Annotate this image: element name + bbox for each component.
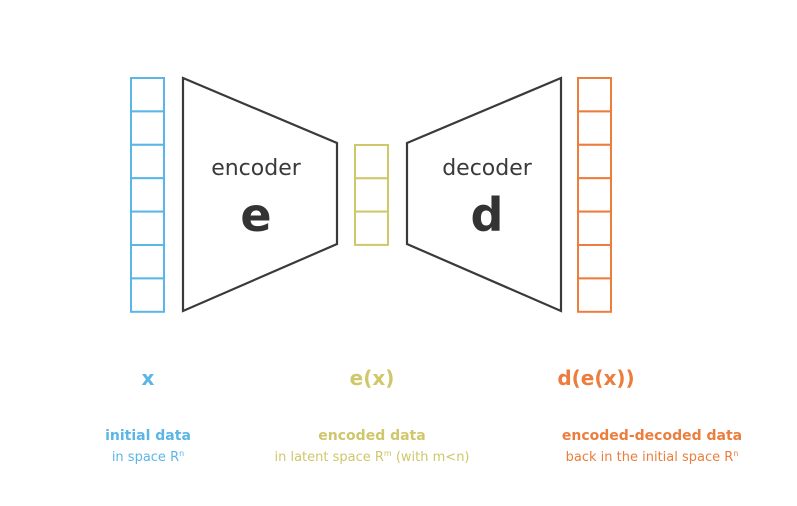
input-vector-cell — [130, 177, 165, 213]
decoder-title: decoder — [442, 156, 532, 181]
input-label: x — [141, 366, 155, 390]
decoder-symbol: d — [470, 188, 504, 242]
input-description-subtitle: in space Rn — [111, 449, 185, 465]
output-label: d(e(x)) — [557, 366, 635, 390]
encoder-symbol: e — [240, 188, 272, 242]
latent-description-title: encoded data — [318, 428, 426, 444]
output-vector-cell — [577, 244, 612, 280]
input-vector-cell — [130, 143, 165, 180]
decoder-trapezoid — [405, 76, 563, 313]
input-vector — [130, 77, 165, 313]
output-vector-cell — [577, 210, 612, 247]
input-vector-cell — [130, 77, 165, 113]
latent-description-subtitle: in latent space Rm (with m<n) — [274, 449, 470, 465]
input-description-title: initial data — [105, 428, 191, 444]
output-vector-cell — [577, 277, 612, 313]
encoder-trapezoid — [181, 76, 339, 313]
input-vector-cell — [130, 110, 165, 146]
output-vector — [577, 77, 612, 313]
latent-vector-cell — [354, 177, 389, 213]
output-description-subtitle: back in the initial space Rn — [565, 449, 739, 465]
encoder-title: encoder — [211, 156, 301, 181]
output-vector-cell — [577, 143, 612, 180]
input-vector-cell — [130, 210, 165, 247]
input-vector-cell — [130, 244, 165, 280]
output-vector-cell — [577, 177, 612, 213]
latent-vector-cell — [354, 210, 389, 246]
latent-vector — [354, 144, 389, 246]
output-vector-cell — [577, 110, 612, 146]
input-vector-cell — [130, 277, 165, 313]
latent-label: e(x) — [349, 366, 395, 390]
latent-vector-cell — [354, 144, 389, 180]
output-vector-cell — [577, 77, 612, 113]
output-description-title: encoded-decoded data — [561, 428, 743, 444]
